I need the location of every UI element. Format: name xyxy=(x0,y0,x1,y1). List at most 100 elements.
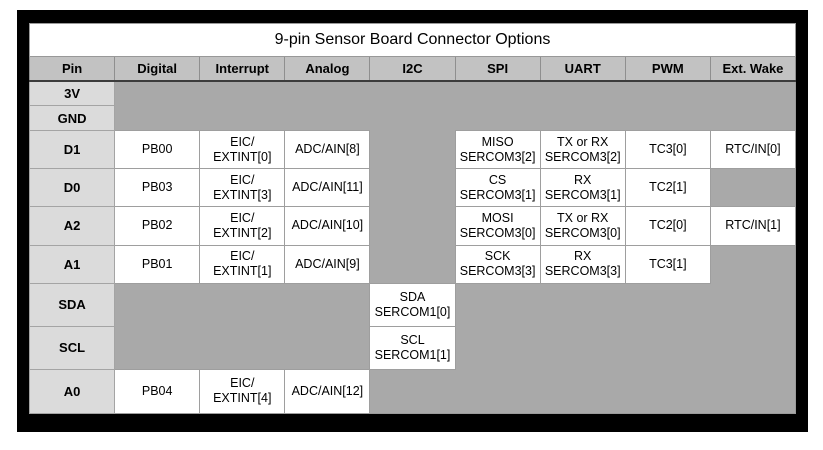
data-cell: ADC/AIN[12] xyxy=(284,368,371,415)
data-cell: CS SERCOM3[1] xyxy=(454,168,541,208)
empty-cell xyxy=(710,245,796,284)
data-cell: TC3[0] xyxy=(624,130,711,170)
data-cell: SDA SERCOM1[0] xyxy=(369,282,456,327)
column-header-digital: Digital xyxy=(114,56,201,82)
empty-cell xyxy=(540,369,626,414)
pin-cell: A0 xyxy=(28,368,116,415)
pin-cell: D1 xyxy=(28,130,116,170)
empty-cell xyxy=(710,369,796,414)
column-header-pin: Pin xyxy=(28,56,116,82)
empty-cell xyxy=(540,283,626,327)
empty-cell xyxy=(625,369,711,414)
column-header-analog: Analog xyxy=(284,56,371,82)
data-cell: EIC/ EXTINT[0] xyxy=(199,130,286,170)
data-cell: PB00 xyxy=(114,130,201,170)
column-header-ext-wake: Ext. Wake xyxy=(709,56,797,82)
table-row-a1: A1 PB01 EIC/ EXTINT[1] ADC/AIN[9] SCK SE… xyxy=(28,244,796,284)
empty-cell xyxy=(710,168,796,207)
table-row-scl: SCL SCL SERCOM1[1] xyxy=(28,325,796,370)
table-row-sda: SDA SDA SERCOM1[0] xyxy=(28,282,796,327)
table-title: 9-pin Sensor Board Connector Options xyxy=(29,23,796,58)
data-cell: EIC/ EXTINT[4] xyxy=(199,368,286,415)
empty-cell xyxy=(455,80,541,106)
data-cell: RTC/IN[0] xyxy=(709,130,797,170)
empty-cell xyxy=(369,80,456,106)
data-cell: SCK SERCOM3[3] xyxy=(454,244,541,284)
column-header-spi: SPI xyxy=(454,56,541,82)
data-cell: TX or RX SERCOM3[0] xyxy=(539,206,626,246)
empty-cell xyxy=(369,130,456,169)
pin-cell: SDA xyxy=(28,282,116,327)
empty-cell xyxy=(455,105,541,131)
data-cell: RX SERCOM3[3] xyxy=(539,244,626,284)
data-cell: MISO SERCOM3[2] xyxy=(454,130,541,170)
column-header-uart: UART xyxy=(539,56,626,82)
empty-cell xyxy=(114,105,200,131)
empty-cell xyxy=(710,283,796,327)
empty-cell xyxy=(199,80,285,106)
column-header-i2c: I2C xyxy=(369,56,456,82)
data-cell: TC2[1] xyxy=(624,168,711,208)
data-cell: EIC/ EXTINT[3] xyxy=(199,168,286,208)
empty-cell xyxy=(369,206,456,246)
empty-cell xyxy=(369,369,456,414)
data-cell: EIC/ EXTINT[1] xyxy=(199,244,286,284)
table-row-a2: A2 PB02 EIC/ EXTINT[2] ADC/AIN[10] MOSI … xyxy=(28,206,797,246)
empty-cell xyxy=(625,283,711,327)
empty-cell xyxy=(710,80,796,106)
data-cell: SCL SERCOM1[1] xyxy=(369,325,456,370)
data-cell: MOSI SERCOM3[0] xyxy=(454,206,541,246)
empty-cell xyxy=(710,326,796,370)
table-header-row: Pin Digital Interrupt Analog I2C SPI UAR… xyxy=(28,56,797,82)
pin-cell: GND xyxy=(28,105,116,132)
data-cell: PB03 xyxy=(114,168,201,208)
data-cell: RX SERCOM3[1] xyxy=(539,168,626,208)
data-cell: ADC/AIN[8] xyxy=(284,130,371,170)
empty-cell xyxy=(540,326,626,370)
table-row-a0: A0 PB04 EIC/ EXTINT[4] ADC/AIN[12] xyxy=(28,368,796,415)
data-cell: PB04 xyxy=(114,368,201,415)
empty-cell xyxy=(455,369,541,414)
data-cell: ADC/AIN[9] xyxy=(284,244,371,284)
column-header-pwm: PWM xyxy=(624,56,711,82)
empty-cell xyxy=(199,283,285,327)
empty-cell xyxy=(369,168,456,207)
empty-cell xyxy=(710,105,796,131)
empty-cell xyxy=(625,80,711,106)
empty-cell xyxy=(284,283,370,327)
empty-cell xyxy=(114,326,200,370)
empty-cell xyxy=(369,245,456,284)
data-cell: ADC/AIN[11] xyxy=(284,168,371,208)
data-cell: TX or RX SERCOM3[2] xyxy=(539,130,626,170)
pin-cell: 3V xyxy=(28,80,116,107)
empty-cell xyxy=(284,326,370,370)
column-header-interrupt: Interrupt xyxy=(199,56,286,82)
data-cell: PB02 xyxy=(114,206,201,246)
empty-cell xyxy=(284,80,370,106)
table-title-row: 9-pin Sensor Board Connector Options xyxy=(29,23,796,58)
table-row-3v: 3V xyxy=(28,80,796,107)
empty-cell xyxy=(199,105,285,131)
empty-cell xyxy=(199,326,285,370)
empty-cell xyxy=(114,80,200,106)
table-row-d1: D1 PB00 EIC/ EXTINT[0] ADC/AIN[8] MISO S… xyxy=(28,130,797,170)
data-cell: TC2[0] xyxy=(624,206,711,246)
pin-cell: D0 xyxy=(28,168,116,208)
pin-cell: A1 xyxy=(28,244,116,284)
empty-cell xyxy=(540,80,626,106)
pin-cell: A2 xyxy=(28,206,116,246)
empty-cell xyxy=(114,283,200,327)
empty-cell xyxy=(540,105,626,131)
empty-cell xyxy=(455,283,541,327)
data-cell: ADC/AIN[10] xyxy=(284,206,371,246)
empty-cell xyxy=(455,326,541,370)
empty-cell xyxy=(625,105,711,131)
table-row-d0: D0 PB03 EIC/ EXTINT[3] ADC/AIN[11] CS SE… xyxy=(28,168,796,208)
data-cell: EIC/ EXTINT[2] xyxy=(199,206,286,246)
connector-options-table: 9-pin Sensor Board Connector Options Pin… xyxy=(28,23,797,415)
table-row-gnd: GND xyxy=(28,105,796,132)
data-cell: TC3[1] xyxy=(624,244,711,284)
empty-cell xyxy=(369,105,456,131)
empty-cell xyxy=(284,105,370,131)
pin-cell: SCL xyxy=(28,325,116,370)
